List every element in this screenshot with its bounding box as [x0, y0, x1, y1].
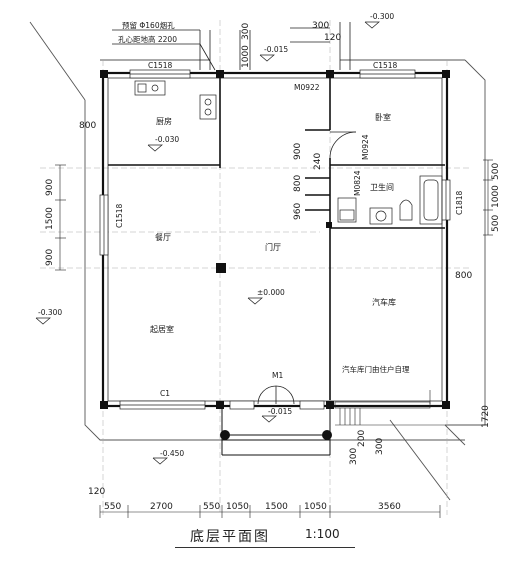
- dim-right-1720: 1720: [481, 405, 491, 428]
- bath-fixtures: [337, 175, 443, 225]
- dim-hall-800: 800: [293, 175, 303, 192]
- door-m1: M1: [272, 371, 283, 380]
- door-m0824: M0824: [353, 170, 362, 196]
- dim-right-800: 800: [455, 271, 472, 281]
- room-living: 起居室: [150, 324, 174, 334]
- room-bedroom: 卧室: [375, 112, 391, 122]
- elev-left: -0.300: [38, 308, 62, 317]
- dim-top-300: 300: [312, 21, 329, 31]
- interior-walls: [108, 75, 445, 400]
- dim-bottom-4: 1500: [265, 502, 288, 512]
- porch-posts: [220, 430, 332, 440]
- dim-left-1: 1500: [45, 207, 55, 230]
- dim-left-0: 900: [45, 179, 55, 196]
- drawing-scale: 1:100: [305, 527, 340, 541]
- dim-right-500b: 500: [491, 215, 501, 232]
- dim-step-200: 200: [357, 430, 367, 447]
- doors: [257, 131, 357, 405]
- dim-bottom-5: 1050: [304, 502, 327, 512]
- dim-step-300b: 300: [375, 438, 385, 455]
- elev-bottom: -0.450: [160, 449, 184, 458]
- drawing-title: 底层平面图: [190, 529, 270, 545]
- dim-top-120: 120: [324, 33, 341, 43]
- dim-bottom-6: 3560: [378, 502, 401, 512]
- dim-hall-960: 960: [293, 203, 303, 220]
- dim-hall-900: 900: [293, 143, 303, 160]
- room-hall: 门厅: [265, 242, 281, 252]
- pipe-note-bottom: 孔心距地高 2200: [118, 34, 177, 44]
- dim-top-1000: 1000: [241, 45, 251, 68]
- dim-step-300a: 300: [349, 448, 359, 465]
- windows: [99, 69, 451, 410]
- window-c1: C1: [160, 389, 170, 398]
- garage-door-note: 汽车库门由住户自理: [342, 364, 410, 374]
- labels: 预留 Φ160烟孔 孔心距地高 2200 C1518 C1518 M0922 M…: [38, 12, 501, 512]
- dim-top-300b: 300: [241, 23, 251, 40]
- window-c1518-left: C1518: [115, 203, 124, 228]
- window-c1518-top-left: C1518: [148, 61, 173, 70]
- garage-door: [334, 390, 445, 426]
- flue-area: [112, 22, 351, 71]
- door-m0922: M0922: [294, 83, 320, 92]
- elev-kitchen: -0.030: [155, 135, 179, 144]
- room-kitchen: 厨房: [156, 116, 172, 126]
- dim-left-2: 900: [45, 249, 55, 266]
- dim-bottom-3: 1050: [226, 502, 249, 512]
- kitchen-fixtures: [134, 80, 217, 120]
- elev-floor: ±0.000: [257, 288, 285, 297]
- elevation-markers: [35, 21, 380, 465]
- dim-bottom-120: 120: [88, 487, 105, 497]
- dim-right-1000: 1000: [491, 185, 501, 208]
- dim-hall-240: 240: [313, 153, 323, 170]
- pipe-note-top: 预留 Φ160烟孔: [122, 20, 175, 30]
- room-bath: 卫生间: [370, 182, 394, 192]
- dim-left-800: 800: [79, 121, 96, 131]
- dimension-lines: [55, 159, 493, 518]
- title-underline: [175, 547, 355, 548]
- elev-top-right: -0.300: [370, 12, 394, 21]
- window-c1818: C1818: [455, 190, 464, 215]
- room-garage: 汽车库: [372, 297, 396, 307]
- room-dining: 餐厅: [155, 233, 171, 242]
- columns: [100, 70, 450, 409]
- dim-bottom-1: 2700: [150, 502, 173, 512]
- roof-outline: [29, 21, 486, 501]
- dim-bottom-0: 550: [104, 502, 121, 512]
- window-c1518-top-right: C1518: [373, 61, 398, 70]
- elev-entry: -0.015: [268, 407, 292, 416]
- dim-right-500a: 500: [491, 163, 501, 180]
- elev-top-mid: -0.015: [264, 45, 288, 54]
- dim-bottom-2: 550: [203, 502, 220, 512]
- door-m0924: M0924: [361, 134, 370, 160]
